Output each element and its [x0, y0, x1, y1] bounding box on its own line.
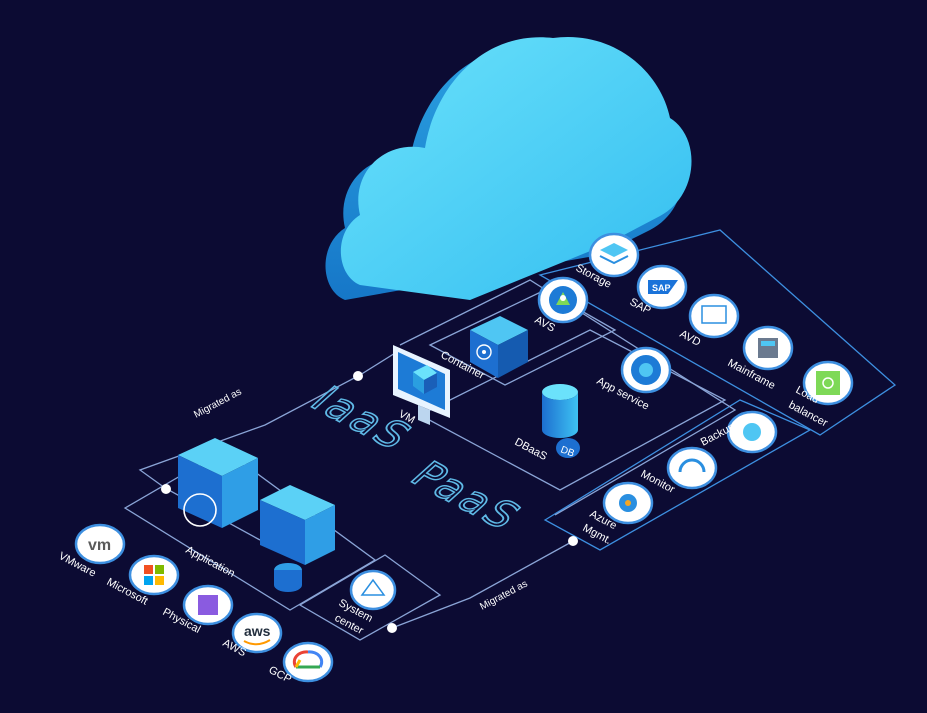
app-service-icon — [639, 363, 653, 377]
load-balancer-icon — [816, 371, 840, 395]
avd-icon — [701, 305, 727, 324]
sap-badge: SAP — [636, 264, 688, 310]
container-cube-icon — [470, 316, 528, 378]
microsoft-logo — [144, 565, 164, 585]
sap-logo — [648, 280, 678, 294]
azure-mgmt-badge — [602, 481, 654, 525]
connector-dots — [161, 371, 578, 633]
vmware-badge: vm — [74, 523, 126, 565]
microsoft-badge — [128, 554, 180, 596]
avs-badge — [537, 276, 589, 324]
monitor-icon — [678, 458, 706, 473]
system-center-badge — [349, 569, 397, 611]
vm-monitor-icon — [393, 345, 450, 425]
physical-badge — [182, 584, 234, 626]
application-label: Application — [184, 544, 237, 580]
physical-server-icon — [198, 595, 218, 615]
monitor-badge — [666, 446, 718, 490]
app-service-badge — [620, 346, 672, 394]
avs-icon — [560, 295, 566, 301]
paas-big-label: PaaS — [400, 454, 533, 538]
backup-badge — [726, 410, 778, 454]
load-balancer-badge — [802, 360, 854, 406]
storage-icon — [600, 243, 628, 257]
aws-badge: aws — [231, 612, 283, 654]
avd-badge — [688, 293, 740, 339]
backup-icon — [743, 423, 761, 441]
connector-lines — [123, 229, 897, 641]
gcp-badge — [282, 641, 334, 683]
migrated-as-left-label: Migrated as — [192, 386, 243, 420]
dbaas-database-icon — [542, 384, 580, 458]
storage-badge — [588, 232, 640, 278]
system-center-icon — [360, 578, 386, 596]
aws-logo: aws — [244, 623, 271, 639]
vmware-logo: vm — [88, 537, 111, 554]
dbaas-label: DBaaS — [513, 436, 549, 463]
svg-text:SAP: SAP — [652, 283, 671, 293]
application-servers-icon — [178, 438, 335, 592]
globe-icon — [183, 493, 217, 527]
db-badge-label: DB — [559, 444, 576, 459]
migrated-as-bottom-label: Migrated as — [478, 578, 529, 612]
gcp-logo — [292, 650, 324, 669]
cloud-illustration — [325, 36, 692, 301]
mainframe-badge — [742, 325, 794, 371]
